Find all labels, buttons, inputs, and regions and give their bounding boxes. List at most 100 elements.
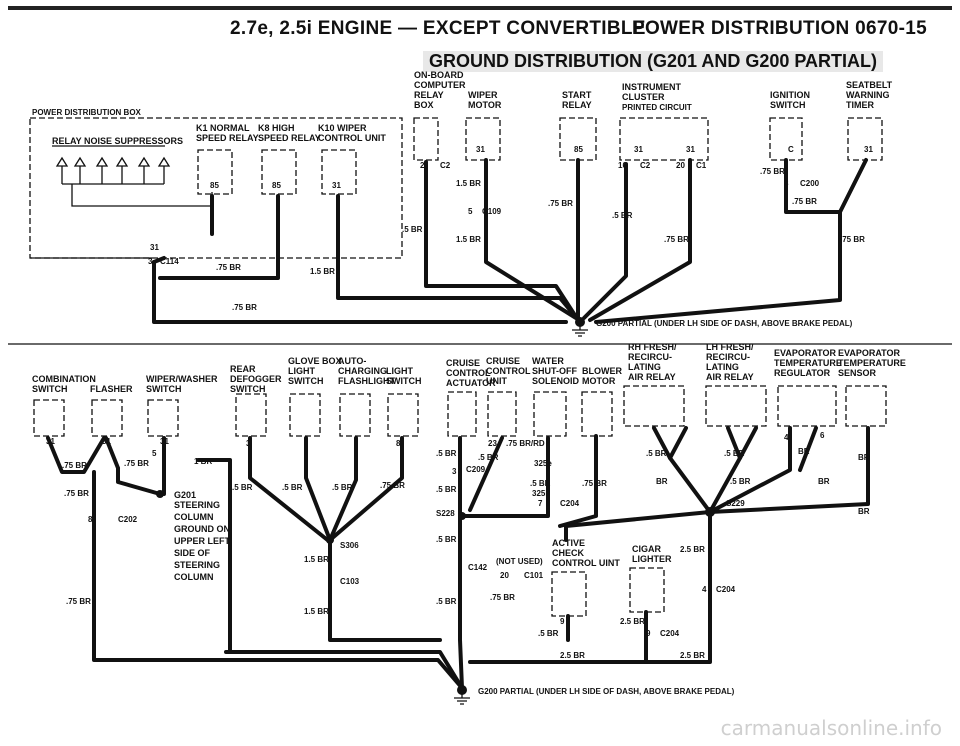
svg-text:.5 BR: .5 BR xyxy=(332,483,353,492)
svg-text:.75 BR: .75 BR xyxy=(64,489,89,498)
light-switch-label-1: LIGHT xyxy=(386,366,413,376)
wiper-washer-label-1: WIPER/WASHER xyxy=(146,374,218,384)
svg-text:.75 BR: .75 BR xyxy=(792,197,817,206)
lh-fresh-relay-box xyxy=(705,385,767,427)
svg-text:7: 7 xyxy=(538,499,543,508)
svg-text:.75 BR: .75 BR xyxy=(760,167,785,176)
svg-text:.5 BR: .5 BR xyxy=(436,535,457,544)
k1-relay xyxy=(197,149,233,195)
svg-text:C103: C103 xyxy=(340,577,360,586)
svg-text:31: 31 xyxy=(864,145,873,154)
svg-text:8: 8 xyxy=(88,515,93,524)
evap-sensor-label-3: SENSOR xyxy=(838,368,877,378)
lh-fresh-label-4: AIR RELAY xyxy=(706,372,754,382)
combination-switch-label-1: COMBINATION xyxy=(32,374,96,384)
watermark: carmanualsonline.info xyxy=(720,716,942,740)
svg-text:C142: C142 xyxy=(468,563,488,572)
top-ground-label: G200 PARTIAL (UNDER LH SIDE OF DASH, ABO… xyxy=(596,319,853,328)
charging-flashlight-box xyxy=(339,393,371,437)
rh-fresh-relay-box xyxy=(623,385,685,427)
evap-regulator-label-2: TEMPERATURE xyxy=(774,358,842,368)
svg-text:BR: BR xyxy=(798,447,810,456)
svg-text:20: 20 xyxy=(500,571,509,580)
svg-text:2: 2 xyxy=(420,161,425,170)
svg-text:BR: BR xyxy=(818,477,830,486)
svg-text:.5 BR: .5 BR xyxy=(530,479,551,488)
cruise-unit-label-3: UNIT xyxy=(486,376,507,386)
svg-text:S228: S228 xyxy=(436,509,455,518)
wiper-motor-box xyxy=(465,117,501,161)
k8-label-1: K8 HIGH xyxy=(258,123,295,133)
svg-text:C109: C109 xyxy=(482,207,502,216)
top-ground-wires xyxy=(30,158,868,324)
svg-text:85: 85 xyxy=(210,181,219,190)
svg-text:2.5 BR: 2.5 BR xyxy=(560,651,585,660)
rh-fresh-label-3: LATING xyxy=(628,362,661,372)
svg-text:.5 BR: .5 BR xyxy=(282,483,303,492)
svg-text:.5 BR: .5 BR xyxy=(478,453,499,462)
evap-regulator-label-1: EVAPORATOR xyxy=(774,348,837,358)
cruise-actuator-label-3: ACTUATOR xyxy=(446,378,496,388)
cigar-lighter-label-2: LIGHTER xyxy=(632,554,672,564)
svg-text:85: 85 xyxy=(574,145,583,154)
k10-relay xyxy=(321,149,357,195)
onboard-label-3: RELAY xyxy=(414,90,444,100)
svg-text:.75 BR: .75 BR xyxy=(548,199,573,208)
ignition-label-1: IGNITION xyxy=(770,90,810,100)
svg-text:BR: BR xyxy=(656,477,668,486)
onboard-relay-box xyxy=(413,117,439,161)
svg-text:1.5 BR: 1.5 BR xyxy=(304,555,329,564)
svg-text:BR: BR xyxy=(858,453,870,462)
svg-text:.5 BR: .5 BR xyxy=(538,629,559,638)
onboard-label-4: BOX xyxy=(414,100,434,110)
lh-fresh-label-2: RECIRCU- xyxy=(706,352,750,362)
suppressor-diodes xyxy=(55,156,213,207)
svg-text:2.5 BR: 2.5 BR xyxy=(620,617,645,626)
svg-text:C209: C209 xyxy=(466,465,486,474)
flasher-box xyxy=(91,399,123,437)
section-banner: GROUND DISTRIBUTION (G201 AND G200 PARTI… xyxy=(423,51,884,72)
charging-flashlight-label-3: FLASHLIGHT xyxy=(338,376,395,386)
svg-text:UPPER LEFT: UPPER LEFT xyxy=(174,536,231,546)
rh-fresh-label-1: RH FRESH/ xyxy=(628,342,677,352)
water-shutoff-label-3: SOLENOID xyxy=(532,376,580,386)
svg-text:85: 85 xyxy=(272,181,281,190)
active-check-label-2: CHECK xyxy=(552,548,585,558)
svg-text:.5 BR: .5 BR xyxy=(436,485,457,494)
svg-text:BR: BR xyxy=(858,507,870,516)
glove-box-label-2: LIGHT xyxy=(288,366,315,376)
svg-text:.75 BR: .75 BR xyxy=(124,459,149,468)
water-shutoff-box xyxy=(533,391,567,437)
svg-text:C204: C204 xyxy=(716,585,736,594)
k10-label-1: K10 WIPER xyxy=(318,123,367,133)
instrument-cluster-box xyxy=(619,117,709,161)
svg-text:S229: S229 xyxy=(726,499,745,508)
svg-text:.75 BR: .75 BR xyxy=(232,303,257,312)
wiper-motor-label-2: MOTOR xyxy=(468,100,502,110)
s229-splice xyxy=(705,507,715,517)
svg-text:3: 3 xyxy=(148,257,153,266)
evap-regulator-box xyxy=(777,385,837,427)
svg-text:1.5 BR: 1.5 BR xyxy=(304,607,329,616)
seatbelt-label-2: WARNING xyxy=(846,90,890,100)
svg-text:.5 BR: .5 BR xyxy=(730,477,751,486)
active-check-box xyxy=(551,571,587,617)
svg-text:.75 BR/RD: .75 BR/RD xyxy=(506,439,545,448)
svg-text:.75 BR: .75 BR xyxy=(66,597,91,606)
svg-text:9: 9 xyxy=(560,617,565,626)
evap-sensor-label-1: EVAPORATOR xyxy=(838,348,901,358)
s306-splice xyxy=(326,536,334,544)
cruise-actuator-label-2: CONTROL xyxy=(446,368,491,378)
svg-text:C204: C204 xyxy=(660,629,680,638)
evap-sensor-label-2: TEMPERATURE xyxy=(838,358,906,368)
svg-text:.75 BR: .75 BR xyxy=(664,235,689,244)
active-check-label-3: CONTROL UINT xyxy=(552,558,620,568)
svg-text:.5 BR: .5 BR xyxy=(724,449,745,458)
glove-box-switch-box xyxy=(289,393,321,437)
k1-label-1: K1 NORMAL xyxy=(196,123,250,133)
rear-defogger-label-3: SWITCH xyxy=(230,384,266,394)
glove-box-label-3: SWITCH xyxy=(288,376,324,386)
bottom-ground-symbol xyxy=(454,694,470,705)
cruise-unit-label-1: CRUISE xyxy=(486,356,520,366)
